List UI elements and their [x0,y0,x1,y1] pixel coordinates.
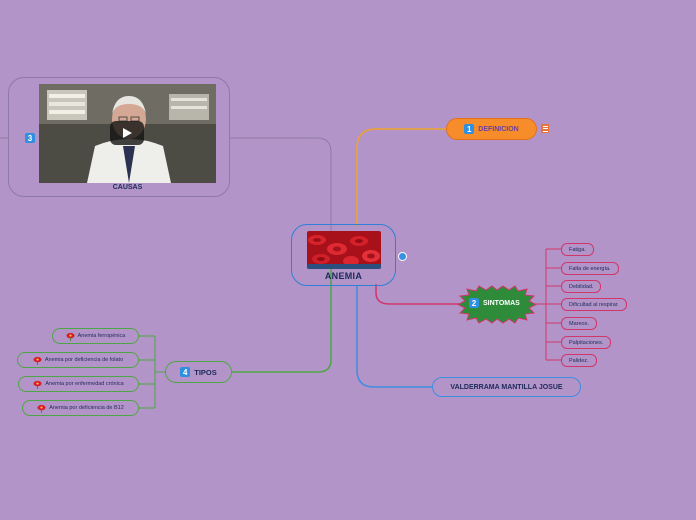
number-badge: 1 [464,124,475,134]
topic-author[interactable]: VALDERRAMA MANTILLA JOSUE [432,377,581,397]
topic-sintomas-label: SINTOMAS [483,299,520,307]
number-badge: 4 [180,367,191,377]
topic-definicion[interactable]: 1 DEFINICION [446,118,537,140]
subtopic-tipo-label: Anemia por deficiencia de folato [44,357,124,363]
topic-tipos[interactable]: 4 TIPOS [165,361,232,383]
topic-tipos-label: TIPOS [194,367,217,377]
subtopic-tipo-label: Anemia ferropénica [77,333,126,339]
link-icon[interactable] [398,252,407,261]
blood-cells-image [306,231,381,269]
subtopic-sintoma[interactable]: Dificultad al respirar. [561,298,627,311]
subtopic-tipo[interactable]: Anemia por deficiencia de B12 [22,400,139,416]
central-topic-label: ANEMIA [324,271,363,281]
flower-icon [37,404,46,413]
subtopic-sintoma[interactable]: Palidez. [561,354,597,367]
subtopic-tipo[interactable]: Anemia por deficiencia de folato [17,352,139,368]
subtopic-tipo-label: Anemia por enfermedad crónica [45,381,124,387]
subtopic-sintoma[interactable]: Fatiga. [561,243,594,256]
number-badge: 3 [25,133,35,143]
flower-icon [33,380,42,389]
topic-causas-label: CAUSAS [112,184,143,191]
note-icon[interactable] [541,124,549,133]
subtopic-tipo[interactable]: Anemia ferropénica [52,328,139,344]
topic-sintomas-shape[interactable] [457,285,537,324]
topic-sintomas[interactable]: 2 SINTOMAS [469,298,520,308]
play-icon[interactable] [110,121,144,145]
number-badge: 2 [469,298,479,308]
subtopic-sintoma[interactable]: Palpitaciones. [561,336,612,349]
topic-causas[interactable] [8,77,230,197]
topic-author-label: VALDERRAMA MANTILLA JOSUE [450,383,563,391]
subtopic-tipo[interactable]: Anemia por enfermedad crónica [18,376,139,392]
central-topic[interactable]: ANEMIA [291,224,396,286]
video-thumbnail[interactable] [39,84,216,183]
flower-icon [66,332,75,341]
subtopic-sintoma[interactable]: Falta de energía. [561,262,619,275]
subtopic-sintoma[interactable]: Mareos. [561,317,597,330]
subtopic-sintoma[interactable]: Debilidad. [561,280,602,293]
subtopic-tipo-label: Anemia por deficiencia de B12 [49,405,124,411]
flower-icon [33,356,42,365]
topic-definicion-label: DEFINICION [478,125,519,133]
